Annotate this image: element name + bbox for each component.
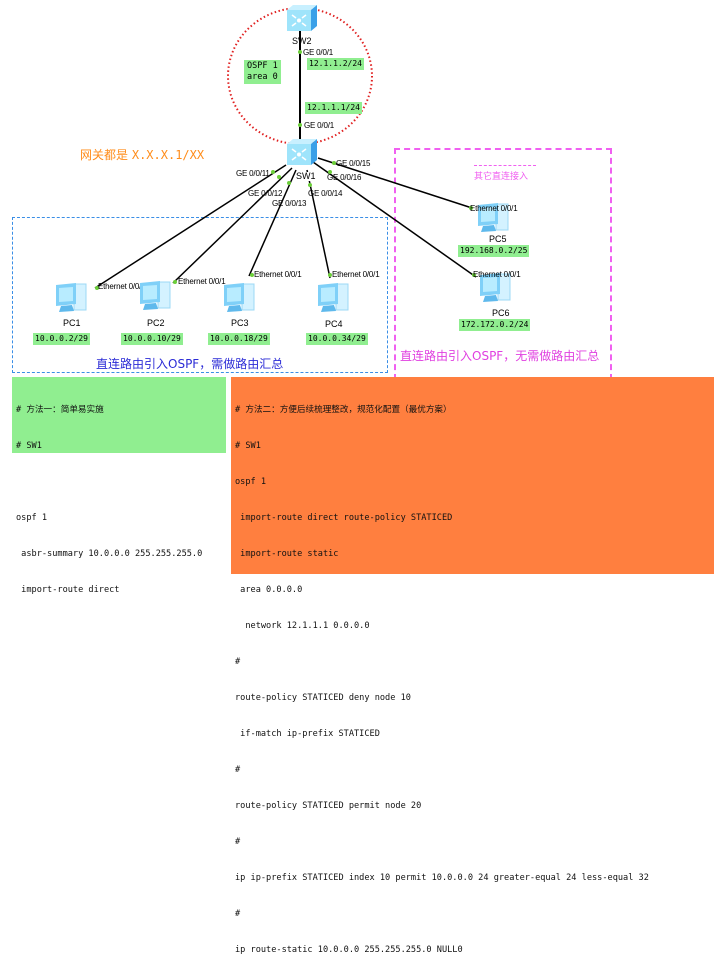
- pc4-label: PC4: [325, 319, 343, 329]
- ospf-area-text: area 0: [247, 72, 278, 82]
- method2-line: #: [235, 657, 241, 667]
- pc5-port-label: Ethernet 0/0/1: [470, 204, 518, 213]
- port-label-ge-0-0-12: GE 0/0/12: [248, 189, 283, 198]
- pc1-port-label: Ethernet 0/0/1: [98, 282, 146, 291]
- pc-icon: [56, 283, 87, 312]
- method1-line: asbr-summary 10.0.0.0 255.255.255.0: [16, 549, 203, 559]
- switch-icon: [287, 139, 317, 165]
- pc5-label: PC5: [489, 234, 507, 244]
- pc3[interactable]: [220, 280, 260, 314]
- pc2[interactable]: [136, 278, 176, 312]
- method1-line: # 方法一：简单易实施: [16, 405, 104, 415]
- pc1-label: PC1: [63, 318, 81, 328]
- method2-line: ip ip-prefix STATICED index 10 permit 10…: [235, 873, 649, 883]
- port-label-ge-0-0-16: GE 0/0/16: [327, 173, 362, 182]
- method2-line: # 方法二：方便后续梳理整改，规范化配置（最优方案）: [235, 405, 452, 415]
- pc3-port-label: Ethernet 0/0/1: [254, 270, 302, 279]
- pc6-ip-label: 172.172.0.2/24: [459, 319, 531, 331]
- method2-line: network 12.1.1.1 0.0.0.0: [235, 621, 370, 631]
- switch-sw2[interactable]: [284, 4, 318, 32]
- other-direct-zone-title: 其它直连接入: [474, 172, 529, 182]
- gateway-note-value: X.X.X.1/XX: [131, 148, 205, 162]
- sw1-uplink-ip-label: 12.1.1.1/24: [305, 102, 362, 114]
- switch-icon: [287, 5, 317, 31]
- pc-icon: [478, 203, 509, 232]
- link-sw1-pc6: [312, 161, 477, 278]
- method2-line: #: [235, 837, 241, 847]
- method2-line: #: [235, 765, 241, 775]
- method1-line: import-route direct: [16, 585, 120, 595]
- pc5-ip-label: 192.168.0.2/25: [458, 245, 530, 257]
- pc5[interactable]: [474, 200, 514, 234]
- pc4-ip-label: 10.0.0.34/29: [306, 333, 368, 345]
- link-sw1-pc5: [317, 157, 473, 209]
- pc-icon: [480, 273, 511, 302]
- method2-line: if-match ip-prefix STATICED: [235, 729, 380, 739]
- ospf-process-text: OSPF 1: [247, 61, 278, 71]
- pc3-ip-label: 10.0.0.18/29: [208, 333, 270, 345]
- method2-line: # SW1: [235, 441, 261, 451]
- method1-config: # 方法一：简单易实施 # SW1 ospf 1 asbr-summary 10…: [12, 377, 226, 595]
- link-sw1-pc1: [94, 164, 287, 289]
- pc6-port-label: Ethernet 0/0/1: [473, 270, 521, 279]
- pc6[interactable]: [476, 270, 516, 304]
- sw2-ip-label: 12.1.1.2/24: [307, 58, 364, 70]
- method2-line: route-policy STATICED deny node 10: [235, 693, 411, 703]
- link-sw1-pc3: [248, 169, 297, 277]
- method2-line: area 0.0.0.0: [235, 585, 303, 595]
- summary-zone-caption: 直连路由引入OSPF，需做路由汇总: [96, 357, 284, 371]
- other-direct-zone-caption: 直连路由引入OSPF，无需做路由汇总: [400, 349, 600, 363]
- method2-line: import-route direct route-policy STATICE…: [235, 513, 453, 523]
- pc4-port-label: Ethernet 0/0/1: [332, 270, 380, 279]
- method2-line: route-policy STATICED permit node 20: [235, 801, 422, 811]
- method1-line: # SW1: [16, 441, 42, 451]
- method2-line: ip route-static 10.0.0.0 255.255.255.0 N…: [235, 945, 463, 955]
- link-sw1-pc2: [172, 167, 293, 284]
- port-label-ge-0-0-11: GE 0/0/11: [236, 169, 270, 178]
- summary-zone: [12, 217, 388, 373]
- sw1-label: SW1: [296, 171, 316, 181]
- pc1[interactable]: [52, 280, 92, 314]
- ospf-area-label: OSPF 1 area 0: [244, 60, 281, 84]
- sw2-port-label: GE 0/0/1: [303, 48, 333, 57]
- pc6-label: PC6: [492, 308, 510, 318]
- pink-title-underline: [474, 165, 536, 166]
- method1-line: [16, 476, 222, 488]
- gateway-note: 网关都是 X.X.X.1/XX: [80, 146, 204, 163]
- port-label-ge-0-0-15: GE 0/0/15: [336, 159, 371, 168]
- link-sw1-pc4: [306, 169, 331, 279]
- sw2-label: SW2: [292, 36, 312, 46]
- sw1-uplink-port-label: GE 0/0/1: [304, 121, 334, 130]
- gateway-note-prefix: 网关都是: [80, 148, 129, 162]
- pc4[interactable]: [314, 280, 354, 314]
- method2-line: ospf 1: [235, 477, 267, 487]
- pc2-ip-label: 10.0.0.10/29: [121, 333, 183, 345]
- port-label-ge-0-0-14: GE 0/0/14: [308, 189, 343, 198]
- pc-icon: [318, 283, 349, 312]
- pc2-label: PC2: [147, 318, 165, 328]
- switch-sw1[interactable]: [284, 138, 318, 166]
- method2-line: #: [235, 909, 241, 919]
- pc-icon: [140, 281, 171, 310]
- pc-icon: [224, 283, 255, 312]
- pc3-label: PC3: [231, 318, 249, 328]
- pc1-ip-label: 10.0.0.2/29: [33, 333, 90, 345]
- pc2-port-label: Ethernet 0/0/1: [178, 277, 226, 286]
- method2-config: # 方法二：方便后续梳理整改，规范化配置（最优方案） # SW1 ospf 1 …: [231, 377, 714, 955]
- port-label-ge-0-0-13: GE 0/0/13: [272, 199, 307, 208]
- method1-line: ospf 1: [16, 513, 48, 523]
- method2-line: import-route static: [235, 549, 339, 559]
